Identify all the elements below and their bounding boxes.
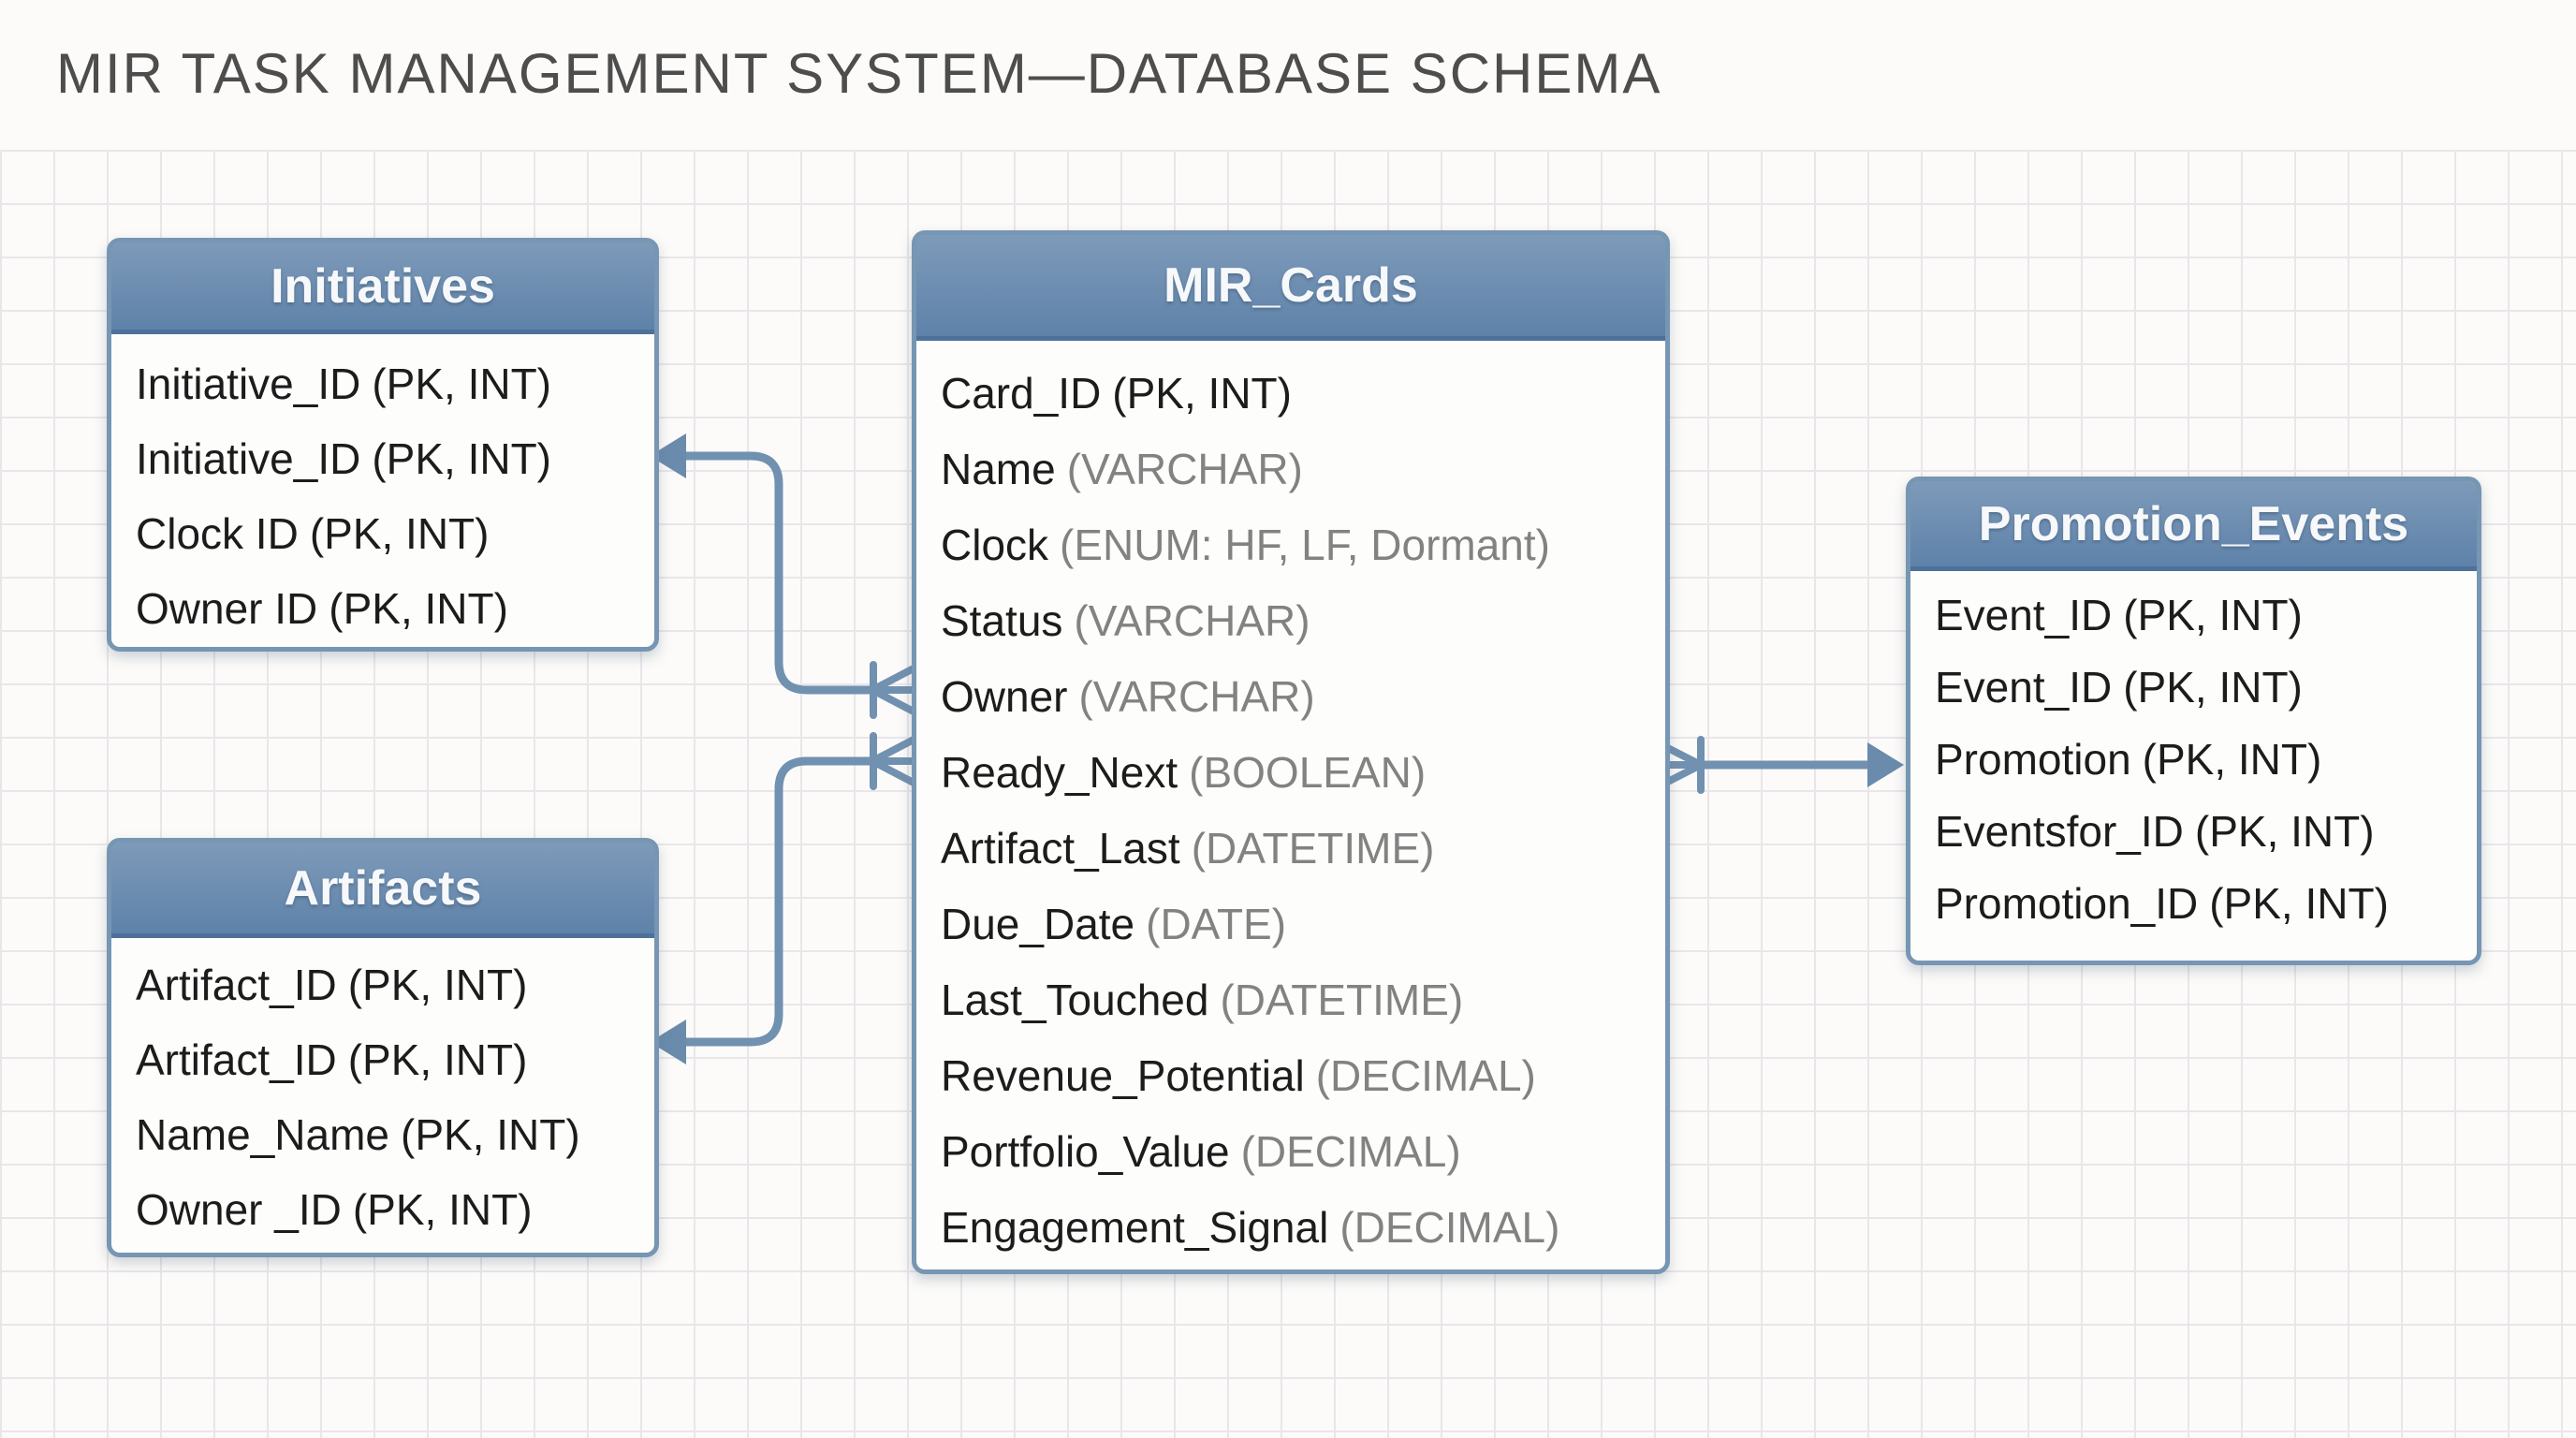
field-name: Event_ID [1935, 590, 2113, 639]
field-row[interactable]: Card_ID(PK, INT) [941, 355, 1665, 431]
field-type: (DECIMAL) [1315, 1050, 1536, 1100]
field-row[interactable]: Owner(VARCHAR) [941, 658, 1665, 734]
table-artifacts-header[interactable]: Artifacts [111, 843, 654, 938]
field-name: Artifact_ID [136, 1035, 337, 1084]
connector-mircards-initiatives [650, 433, 917, 719]
table-promotion-events-fields: Event_ID(PK, INT)Event_ID(PK, INT)Promot… [1910, 571, 2477, 939]
arrowhead-to-promotion-events [1867, 742, 1904, 787]
field-row[interactable]: Name(VARCHAR) [941, 431, 1665, 506]
field-row[interactable]: Owner _ID(PK, INT) [136, 1172, 654, 1247]
field-type: (PK, INT) [2142, 734, 2322, 784]
field-type: (PK, INT) [309, 509, 490, 558]
field-name: Initiative_ID [136, 434, 361, 483]
field-row[interactable]: Ready_Next(BOOLEAN) [941, 734, 1665, 810]
field-row[interactable]: Clock(ENUM: HF, LF, Dormant) [941, 506, 1665, 582]
field-name: Owner _ID [136, 1185, 342, 1234]
field-type: (DATETIME) [1191, 823, 1435, 873]
field-row[interactable]: Artifact_ID(PK, INT) [136, 947, 654, 1022]
field-row[interactable]: Promotion(PK, INT) [1935, 723, 2477, 795]
field-row[interactable]: Portfolio_Value(DECIMAL) [941, 1113, 1665, 1189]
table-initiatives-header[interactable]: Initiatives [111, 242, 654, 334]
field-type: (PK, INT) [347, 1035, 528, 1084]
field-row[interactable]: Name_Name(PK, INT) [136, 1097, 654, 1172]
table-mir-cards-fields: Card_ID(PK, INT)Name(VARCHAR)Clock(ENUM:… [916, 341, 1665, 1265]
field-type: (VARCHAR) [1066, 444, 1303, 493]
page-title: MIR TASK MANAGEMENT SYSTEM—DATABASE SCHE… [56, 42, 1662, 105]
field-row[interactable]: Clock ID(PK, INT) [136, 496, 654, 571]
field-name: Last_Touched [941, 975, 1209, 1024]
field-type: (ENUM: HF, LF, Dormant) [1060, 520, 1550, 569]
field-row[interactable]: Artifact_Last(DATETIME) [941, 810, 1665, 886]
field-name: Artifact_Last [941, 823, 1180, 873]
field-row[interactable]: Initiative_ID(PK, INT) [136, 421, 654, 496]
field-type: (PK, INT) [2194, 806, 2375, 856]
field-name: Due_Date [941, 899, 1135, 948]
field-name: Clock [941, 520, 1049, 569]
field-type: (VARCHAR) [1074, 595, 1310, 645]
field-name: Eventsfor_ID [1935, 806, 2184, 856]
field-type: (DATETIME) [1220, 975, 1464, 1024]
arrowhead-to-initiatives [650, 433, 686, 478]
field-name: Event_ID [1935, 662, 2113, 712]
field-type: (PK, INT) [372, 360, 552, 408]
field-row[interactable]: Last_Touched(DATETIME) [941, 961, 1665, 1037]
field-name: Initiative_ID [136, 360, 361, 408]
field-name: Promotion_ID [1935, 878, 2199, 928]
field-type: (PK, INT) [372, 434, 552, 483]
field-type: (PK, INT) [401, 1110, 580, 1159]
field-row[interactable]: Status(VARCHAR) [941, 582, 1665, 658]
table-promotion-events[interactable]: Promotion_Events Event_ID(PK, INT)Event_… [1906, 477, 2481, 965]
table-initiatives[interactable]: Initiatives Initiative_ID(PK, INT)Initia… [107, 238, 659, 652]
field-type: (DATE) [1146, 899, 1287, 948]
field-row[interactable]: Artifact_ID(PK, INT) [136, 1022, 654, 1097]
field-name: Clock ID [136, 509, 299, 558]
field-row[interactable]: Event_ID(PK, INT) [1935, 579, 2477, 651]
field-name: Name [941, 444, 1056, 493]
field-type: (BOOLEAN) [1189, 747, 1427, 797]
field-name: Name_Name [136, 1110, 389, 1159]
field-row[interactable]: Promotion_ID(PK, INT) [1935, 867, 2477, 939]
field-row[interactable]: Due_Date(DATE) [941, 886, 1665, 961]
field-name: Card_ID [941, 368, 1102, 418]
field-row[interactable]: Owner ID(PK, INT) [136, 571, 654, 646]
table-promotion-events-header[interactable]: Promotion_Events [1910, 481, 2477, 571]
connector-mircards-promotionevents [1655, 736, 1904, 794]
field-type: (VARCHAR) [1078, 671, 1315, 721]
field-row[interactable]: Eventsfor_ID(PK, INT) [1935, 795, 2477, 867]
field-type: (PK, INT) [1112, 368, 1292, 418]
table-artifacts-fields: Artifact_ID(PK, INT)Artifact_ID(PK, INT)… [111, 938, 654, 1247]
connector-mircards-artifacts [650, 732, 917, 1064]
field-type: (DECIMAL) [1339, 1202, 1560, 1252]
arrowhead-to-artifacts [650, 1020, 686, 1064]
field-name: Engagement_Signal [941, 1202, 1329, 1252]
field-row[interactable]: Revenue_Potential(DECIMAL) [941, 1037, 1665, 1113]
field-type: (PK, INT) [2123, 662, 2303, 712]
field-type: (PK, INT) [2209, 878, 2389, 928]
field-type: (PK, INT) [2123, 590, 2303, 639]
field-name: Owner ID [136, 584, 318, 633]
field-name: Ready_Next [941, 747, 1178, 797]
field-name: Promotion [1935, 734, 2131, 784]
field-row[interactable]: Event_ID(PK, INT) [1935, 651, 2477, 723]
field-type: (PK, INT) [352, 1185, 533, 1234]
field-row[interactable]: Engagement_Signal(DECIMAL) [941, 1189, 1665, 1265]
field-name: Revenue_Potential [941, 1050, 1305, 1100]
field-type: (PK, INT) [347, 961, 528, 1009]
field-name: Status [941, 595, 1063, 645]
table-mir-cards-header[interactable]: MIR_Cards [916, 235, 1665, 341]
field-name: Owner [941, 671, 1068, 721]
table-artifacts[interactable]: Artifacts Artifact_ID(PK, INT)Artifact_I… [107, 838, 659, 1257]
field-name: Portfolio_Value [941, 1126, 1230, 1176]
field-row[interactable]: Initiative_ID(PK, INT) [136, 346, 654, 421]
field-type: (DECIMAL) [1240, 1126, 1461, 1176]
table-initiatives-fields: Initiative_ID(PK, INT)Initiative_ID(PK, … [111, 334, 654, 646]
table-mir-cards[interactable]: MIR_Cards Card_ID(PK, INT)Name(VARCHAR)C… [912, 230, 1670, 1274]
field-name: Artifact_ID [136, 961, 337, 1009]
field-type: (PK, INT) [329, 584, 508, 633]
